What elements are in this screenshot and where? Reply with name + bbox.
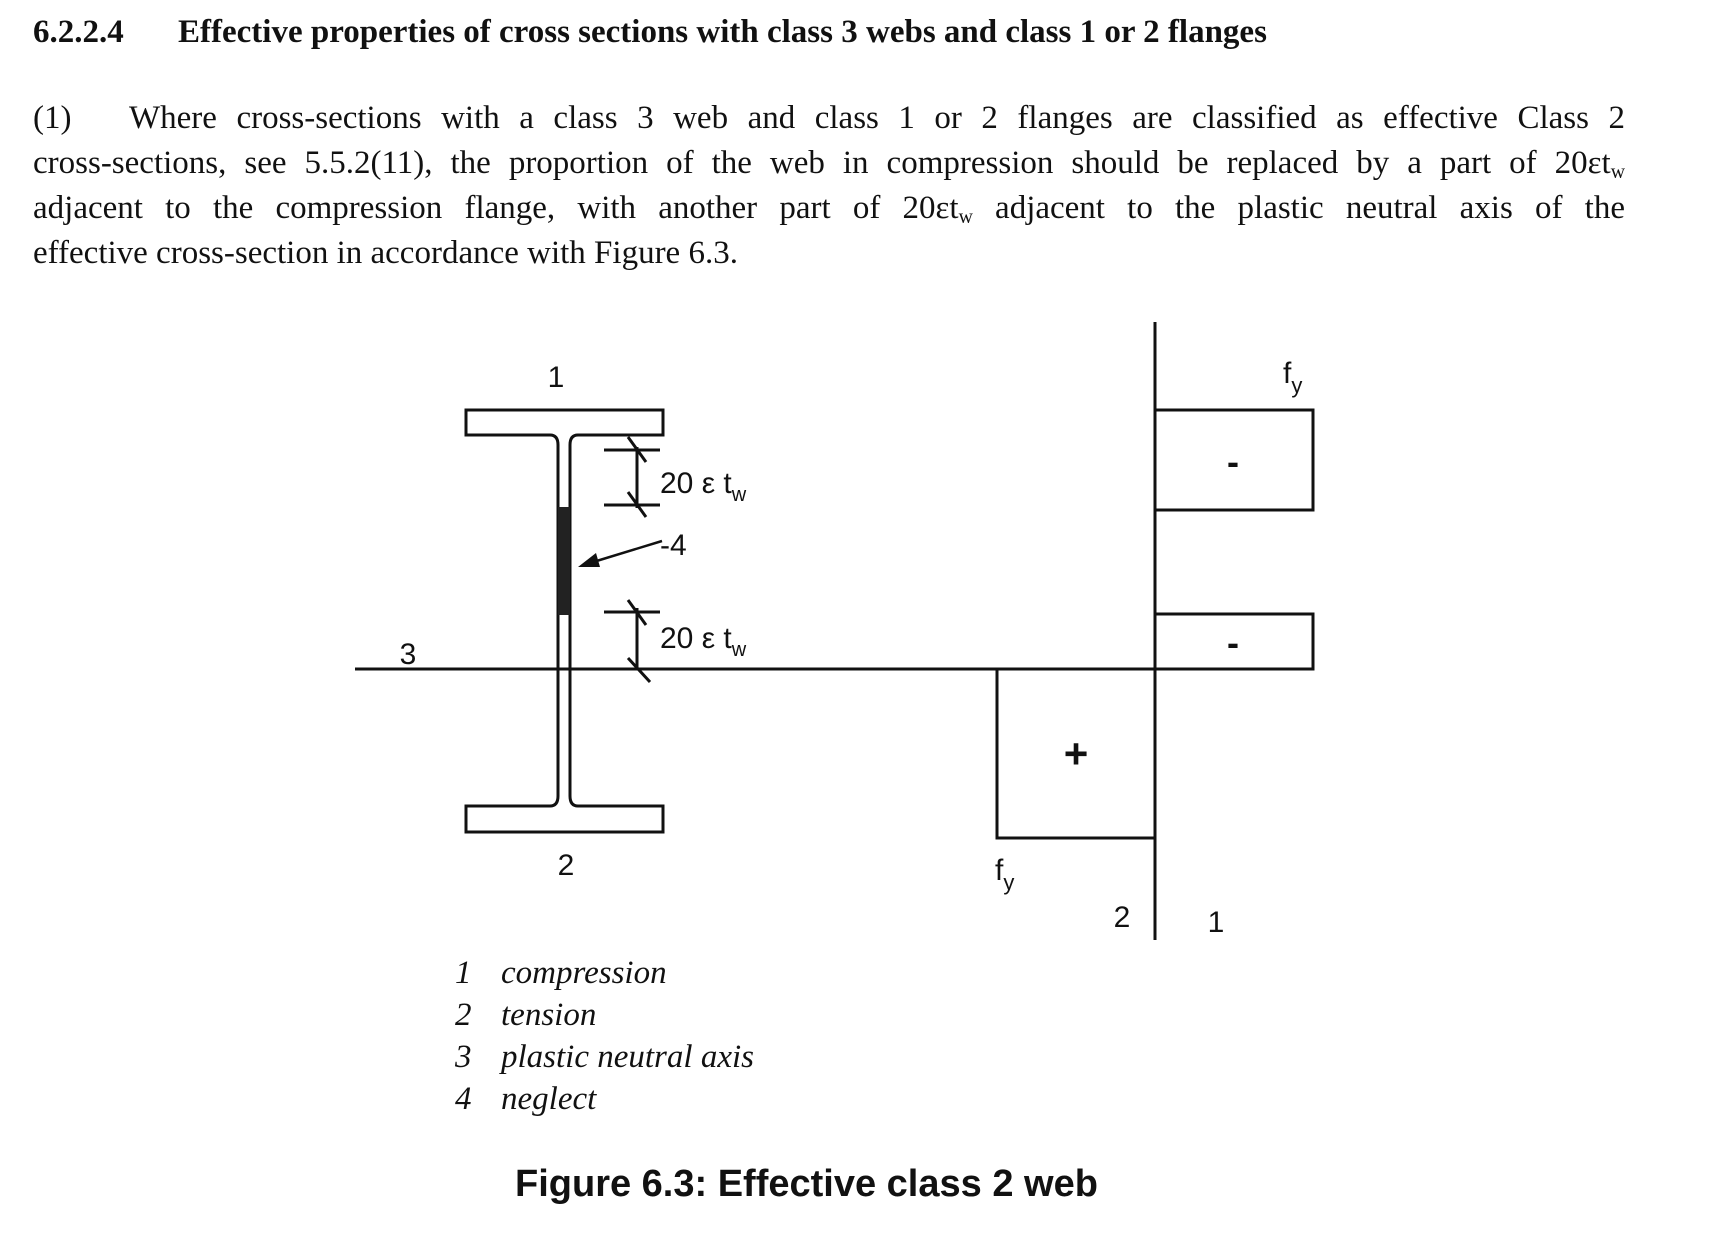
neglect-region (558, 507, 570, 615)
paragraph-line-2: cross-sections, see 5.5.2(11), the propo… (33, 145, 1625, 183)
section-title: Effective properties of cross sections w… (178, 14, 1267, 50)
tension-block (995, 667, 1157, 840)
dimension-label-upper: 20 ε tw (660, 467, 747, 506)
compression-block-upper (1153, 408, 1315, 512)
neglect-arrow (589, 539, 663, 565)
label-tension-flange: 2 (558, 849, 575, 882)
label-neutral-axis: 3 (400, 638, 417, 671)
label-compression-flange: 1 (548, 361, 565, 394)
minus-sign-upper: - (1227, 441, 1239, 482)
paragraph-number: (1) (33, 100, 72, 136)
figure-caption: Figure 6.3: Effective class 2 web (515, 1163, 1098, 1205)
plus-sign: + (1064, 730, 1089, 777)
label-neglect: -4 (660, 529, 687, 562)
stress-label-tension-side: 2 (1114, 901, 1131, 934)
dimension-label-lower: 20 ε tw (660, 622, 747, 661)
i-beam-outline (464, 408, 665, 834)
section-number: 6.2.2.4 (33, 14, 124, 50)
paragraph-line-4: effective cross-section in accordance wi… (33, 235, 738, 271)
fy-label-compression: fy (1283, 357, 1302, 398)
stress-label-compression-side: 1 (1208, 906, 1225, 939)
minus-sign-lower: - (1227, 622, 1239, 663)
paragraph-line-1: (1)Where cross-sections with a class 3 w… (33, 96, 1625, 141)
compression-block-lower (1153, 612, 1315, 671)
paragraph-line-3: adjacent to the compression flange, with… (33, 190, 1625, 228)
paragraph-1: (1)Where cross-sections with a class 3 w… (33, 96, 1625, 276)
section-heading: 6.2.2.4 Effective properties of cross sec… (33, 14, 1267, 51)
fy-label-tension: fy (995, 854, 1014, 895)
